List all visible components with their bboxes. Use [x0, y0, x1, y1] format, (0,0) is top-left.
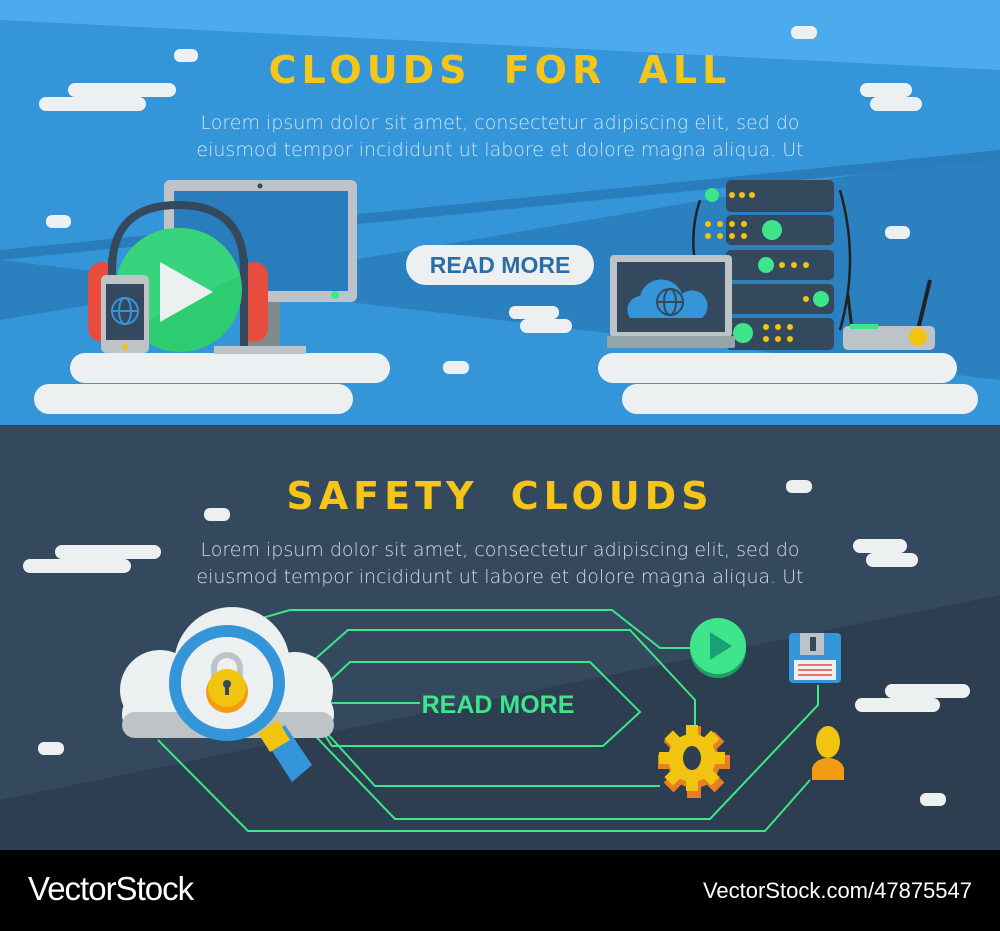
top-read-more-button[interactable]: READ MORE — [406, 245, 594, 285]
top-description-line-2: eiusmod tempor incididunt ut labore et d… — [196, 139, 804, 161]
right-cloud-platform — [598, 353, 978, 414]
vectorstock-logo: VectorStock — [28, 870, 194, 907]
left-cloud-platform — [34, 353, 390, 414]
bottom-read-more-button[interactable]: READ MORE — [421, 690, 575, 719]
bottom-banner-title: SAFETY CLOUDS — [286, 474, 714, 518]
bottom-description-line-1: Lorem ipsum dolor sit amet, consectetur … — [200, 539, 800, 561]
decorative-clouds — [23, 26, 970, 806]
top-description-line-1: Lorem ipsum dolor sit amet, consectetur … — [200, 112, 800, 134]
bottom-banner-description: Lorem ipsum dolor sit amet, consectetur … — [0, 537, 1000, 591]
router-icon — [843, 279, 935, 350]
smartphone-icon — [101, 275, 149, 353]
circuit-lines — [157, 609, 819, 832]
cloud-lock-magnifier-icon — [120, 607, 334, 782]
top-banner-description: Lorem ipsum dolor sit amet, consectetur … — [0, 110, 1000, 164]
image-url-text: VectorStock.com/47875547 — [702, 878, 972, 903]
user-icon — [812, 726, 844, 780]
floppy-disk-icon — [789, 633, 841, 683]
gear-icon — [658, 725, 730, 798]
play-button-icon — [690, 618, 746, 678]
top-banner-title: CLOUDS FOR ALL — [268, 48, 732, 92]
bottom-description-line-2: eiusmod tempor incididunt ut labore et d… — [196, 566, 804, 588]
laptop-cloud-icon — [607, 255, 735, 348]
